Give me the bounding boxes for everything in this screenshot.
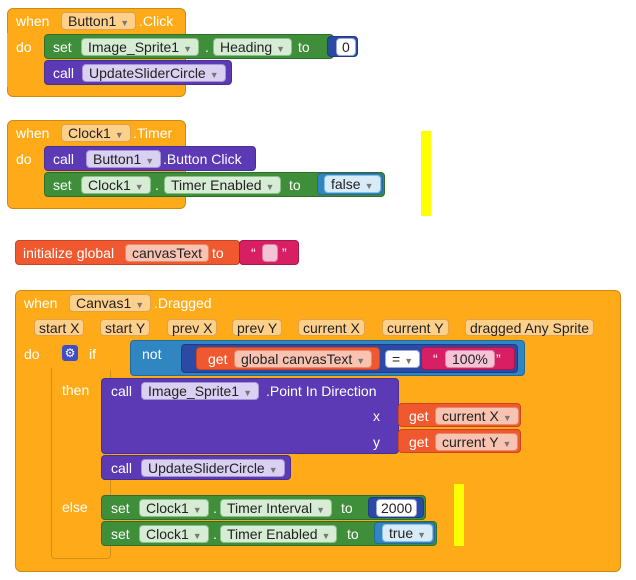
chevron-down-icon: ▼ bbox=[192, 531, 202, 541]
component-dropdown-image-sprite1[interactable]: Image_Sprite1▼ bbox=[141, 382, 259, 400]
to-keyword: to bbox=[341, 500, 353, 516]
chevron-down-icon: ▼ bbox=[502, 439, 512, 449]
method-name: .Button Click bbox=[163, 151, 242, 167]
property-dropdown-timer-interval[interactable]: Timer Interval▼ bbox=[220, 499, 332, 517]
set-keyword: set bbox=[111, 526, 130, 542]
open-quote: “ bbox=[433, 351, 438, 367]
param-dragged-any-sprite[interactable]: dragged Any Sprite bbox=[465, 319, 595, 336]
param-prev-y[interactable]: prev Y bbox=[232, 319, 283, 336]
chevron-down-icon: ▼ bbox=[316, 505, 325, 515]
component-dropdown-canvas1[interactable]: Canvas1▼ bbox=[69, 294, 152, 312]
do-keyword: do bbox=[24, 346, 40, 362]
dot-separator: . bbox=[155, 177, 159, 193]
close-quote: ” bbox=[282, 245, 287, 261]
dot-separator: . bbox=[205, 39, 209, 55]
y-param-label: y bbox=[373, 434, 380, 450]
text-field-100-percent[interactable]: 100% bbox=[445, 350, 495, 368]
highlight-mark bbox=[454, 484, 464, 546]
property-dropdown-timer-enabled[interactable]: Timer Enabled▼ bbox=[220, 525, 338, 543]
variable-dropdown-global-canvastext[interactable]: global canvasText▼ bbox=[234, 350, 373, 368]
event-name: .Click bbox=[139, 13, 174, 29]
procedure-dropdown-updateslidercircle[interactable]: UpdateSliderCircle▼ bbox=[141, 459, 285, 477]
do-keyword: do bbox=[16, 151, 32, 167]
component-dropdown-clock1[interactable]: Clock1▼ bbox=[139, 525, 209, 543]
call-keyword: call bbox=[53, 151, 75, 167]
component-dropdown-image-sprite1[interactable]: Image_Sprite1▼ bbox=[81, 38, 199, 56]
get-keyword: get bbox=[409, 408, 429, 424]
property-dropdown-heading[interactable]: Heading▼ bbox=[213, 38, 293, 56]
get-keyword: get bbox=[208, 351, 228, 367]
set-keyword: set bbox=[111, 500, 130, 516]
component-dropdown-clock1[interactable]: Clock1▼ bbox=[81, 176, 151, 194]
variable-dropdown-current-x[interactable]: current X▼ bbox=[435, 407, 519, 425]
close-quote: ” bbox=[496, 351, 501, 367]
call-keyword: call bbox=[53, 65, 75, 81]
method-name: .Point In Direction bbox=[266, 383, 377, 399]
dot-separator: . bbox=[213, 526, 217, 542]
set-keyword: set bbox=[53, 177, 72, 193]
chevron-down-icon: ▼ bbox=[276, 44, 286, 54]
param-start-y[interactable]: start Y bbox=[100, 319, 151, 336]
get-keyword: get bbox=[409, 434, 429, 450]
chevron-down-icon: ▼ bbox=[417, 530, 427, 540]
call-keyword: call bbox=[111, 383, 133, 399]
component-dropdown-clock1[interactable]: Clock1▼ bbox=[139, 499, 209, 517]
x-param-label: x bbox=[373, 408, 380, 424]
boolean-dropdown-true[interactable]: true▼ bbox=[382, 524, 434, 542]
boolean-dropdown-false[interactable]: false▼ bbox=[324, 175, 381, 193]
call-keyword: call bbox=[111, 460, 133, 476]
highlight-mark bbox=[421, 131, 431, 216]
property-dropdown-timer-enabled[interactable]: Timer Enabled▼ bbox=[164, 176, 282, 194]
set-keyword: set bbox=[53, 39, 72, 55]
initialize-global-label: initialize global bbox=[23, 245, 115, 261]
else-keyword: else bbox=[62, 499, 88, 515]
open-quote: “ bbox=[251, 245, 256, 261]
event-name: .Dragged bbox=[154, 295, 212, 311]
chevron-down-icon: ▼ bbox=[209, 70, 219, 80]
when-keyword: when bbox=[16, 13, 50, 29]
param-start-x[interactable]: start X bbox=[34, 319, 85, 336]
number-field-2000[interactable]: 2000 bbox=[376, 499, 418, 517]
do-keyword: do bbox=[16, 39, 32, 55]
param-current-x[interactable]: current X bbox=[298, 319, 365, 336]
chevron-down-icon: ▼ bbox=[183, 44, 192, 54]
param-current-y[interactable]: current Y bbox=[382, 319, 449, 336]
chevron-down-icon: ▼ bbox=[364, 181, 374, 191]
to-keyword: to bbox=[298, 39, 310, 55]
chevron-down-icon: ▼ bbox=[356, 356, 366, 366]
number-field[interactable]: 0 bbox=[336, 38, 356, 56]
variable-name-field[interactable]: canvasText bbox=[125, 244, 210, 262]
if-keyword: if bbox=[89, 346, 96, 362]
chevron-down-icon: ▼ bbox=[265, 182, 275, 192]
component-dropdown-button1[interactable]: Button1▼ bbox=[86, 150, 162, 168]
chevron-down-icon: ▼ bbox=[120, 18, 130, 28]
operator-dropdown-equals[interactable]: =▼ bbox=[385, 350, 421, 368]
component-dropdown-clock1[interactable]: Clock1▼ bbox=[61, 124, 131, 142]
to-keyword: to bbox=[347, 526, 359, 542]
when-keyword: when bbox=[24, 295, 58, 311]
chevron-down-icon: ▼ bbox=[114, 130, 124, 140]
to-keyword: to bbox=[289, 177, 301, 193]
chevron-down-icon: ▼ bbox=[243, 388, 252, 398]
chevron-down-icon: ▼ bbox=[135, 300, 145, 310]
component-dropdown-button1[interactable]: Button1▼ bbox=[61, 12, 137, 30]
not-keyword: not bbox=[142, 346, 162, 362]
chevron-down-icon: ▼ bbox=[502, 413, 512, 423]
chevron-down-icon: ▼ bbox=[134, 182, 144, 192]
chevron-down-icon: ▼ bbox=[192, 505, 202, 515]
variable-dropdown-current-y[interactable]: current Y▼ bbox=[435, 433, 519, 451]
chevron-down-icon: ▼ bbox=[268, 465, 278, 475]
then-keyword: then bbox=[62, 382, 90, 398]
param-prev-x[interactable]: prev X bbox=[167, 319, 218, 336]
event-name: .Timer bbox=[133, 125, 173, 141]
text-field-empty[interactable] bbox=[262, 244, 278, 262]
chevron-down-icon: ▼ bbox=[404, 356, 414, 366]
to-keyword: to bbox=[212, 245, 224, 261]
gear-icon[interactable]: ⚙ bbox=[62, 345, 78, 361]
dot-separator: . bbox=[213, 500, 217, 516]
when-keyword: when bbox=[16, 125, 50, 141]
chevron-down-icon: ▼ bbox=[321, 531, 331, 541]
procedure-dropdown-updateslidercircle[interactable]: UpdateSliderCircle▼ bbox=[82, 64, 226, 82]
chevron-down-icon: ▼ bbox=[145, 156, 155, 166]
